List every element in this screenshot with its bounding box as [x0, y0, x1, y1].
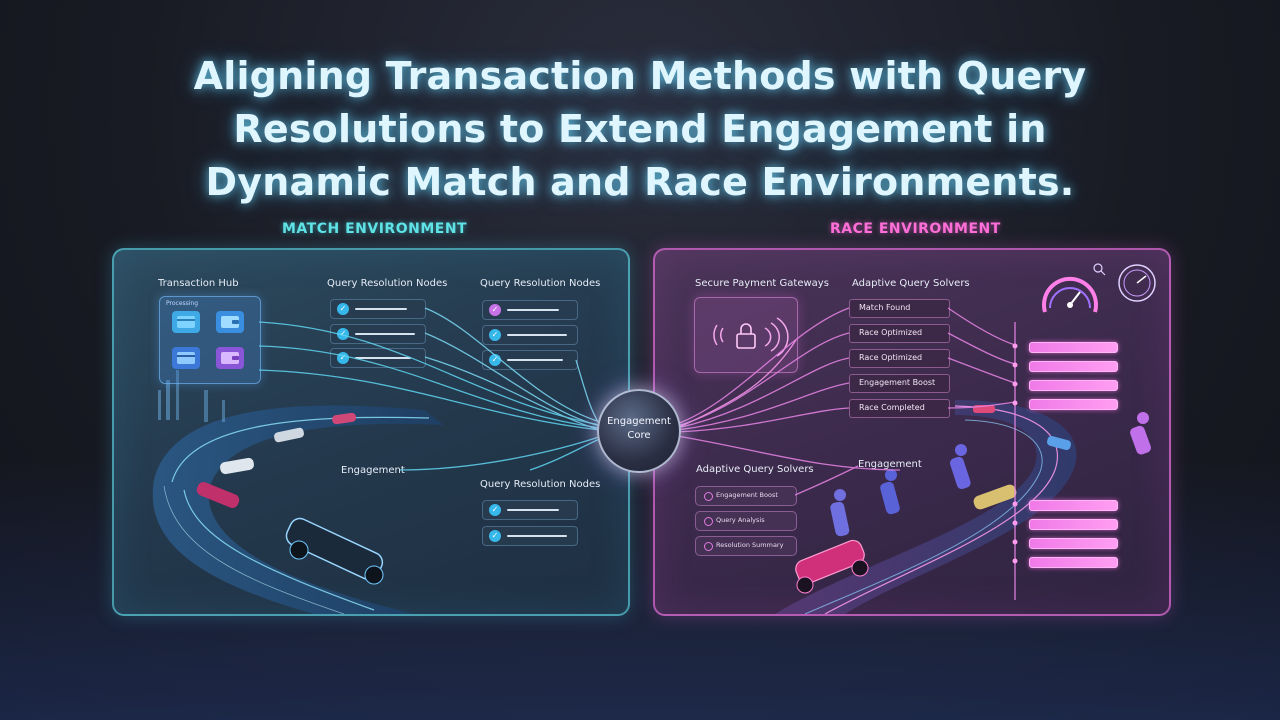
runner-icon — [830, 489, 850, 537]
checkmark-icon: ✓ — [489, 504, 501, 516]
checkmark-icon: ✓ — [489, 329, 501, 341]
solver-text: Query Analysis — [716, 516, 765, 524]
race-car-icon — [332, 412, 357, 425]
runner-icon — [880, 469, 900, 515]
progress-bar — [1029, 361, 1118, 372]
progress-bar — [1029, 399, 1118, 410]
adaptive-query-solvers-label: Adaptive Query Solvers — [852, 278, 970, 289]
result-item: Engagement Boost — [849, 374, 950, 393]
race-car-icon — [795, 539, 869, 594]
race-track — [775, 400, 1077, 614]
wallet-icon — [216, 347, 244, 369]
bullet-icon — [704, 492, 713, 501]
race-car-icon — [1047, 435, 1071, 451]
solver-item: Query Analysis — [695, 511, 797, 531]
result-text: Race Optimized — [859, 353, 923, 362]
progress-bar — [1029, 519, 1118, 530]
transaction-hub-card: Processing — [159, 296, 261, 384]
result-item: Race Optimized — [849, 349, 950, 368]
credit-card-icon — [172, 347, 200, 369]
race-car-icon — [196, 482, 240, 508]
checkmark-icon: ✓ — [337, 328, 349, 340]
progress-bar — [1029, 342, 1118, 353]
adaptive-query-solvers-label: Adaptive Query Solvers — [696, 464, 814, 475]
bullet-icon — [704, 542, 713, 551]
bullet-icon — [704, 517, 713, 526]
credit-card-icon — [172, 311, 200, 333]
query-resolution-nodes-label: Query Resolution Nodes — [480, 278, 601, 289]
title-line-2: Resolutions to Extend Engagement in — [233, 107, 1047, 151]
title-line-1: Aligning Transaction Methods with Query — [193, 54, 1087, 98]
query-node: ✓ — [482, 500, 578, 520]
engagement-label: Engagement — [858, 459, 922, 470]
query-node: ✓ — [330, 348, 426, 368]
runner-icon — [950, 444, 971, 490]
title-line-3: Dynamic Match and Race Environments. — [205, 160, 1075, 204]
solver-text: Resolution Summary — [716, 541, 784, 549]
runner-icon — [1130, 412, 1151, 455]
query-node: ✓ — [330, 299, 426, 319]
wallet-icon — [216, 311, 244, 333]
result-text: Race Completed — [859, 403, 925, 412]
engagement-label: Engagement — [341, 465, 405, 476]
race-car-icon — [973, 484, 1017, 510]
transaction-hub-label: Transaction Hub — [158, 278, 239, 289]
result-item: Race Optimized — [849, 324, 950, 343]
race-car-icon — [220, 457, 254, 475]
result-text: Match Found — [859, 303, 911, 312]
race-car-icon — [285, 517, 384, 585]
match-track — [152, 405, 444, 614]
solver-item: Engagement Boost — [695, 486, 797, 506]
core-line-2: Core — [627, 430, 651, 441]
match-environment-label: MATCH ENVIRONMENT — [282, 221, 468, 237]
query-node: ✓ — [330, 324, 426, 344]
progress-bar — [1029, 380, 1118, 391]
query-node: ✓ — [482, 300, 578, 320]
match-track-illustration — [152, 370, 444, 614]
checkmark-icon: ✓ — [489, 530, 501, 542]
query-node: ✓ — [482, 526, 578, 546]
result-text: Race Optimized — [859, 328, 923, 337]
speedometer-icon — [1042, 276, 1098, 313]
checkmark-icon: ✓ — [489, 304, 501, 316]
result-text: Engagement Boost — [859, 378, 936, 387]
solver-text: Engagement Boost — [716, 491, 778, 499]
lock-contactless-icon — [713, 317, 789, 357]
engagement-core: Engagement Core — [597, 389, 681, 473]
checkmark-icon: ✓ — [337, 303, 349, 315]
progress-bar — [1029, 538, 1118, 549]
page-title: Aligning Transaction Methods with Query … — [140, 50, 1140, 209]
race-environment-label: RACE ENVIRONMENT — [830, 221, 1001, 237]
secure-payment-gateways-label: Secure Payment Gateways — [695, 278, 829, 289]
query-resolution-nodes-label: Query Resolution Nodes — [480, 479, 601, 490]
query-resolution-nodes-label: Query Resolution Nodes — [327, 278, 448, 289]
result-item: Match Found — [849, 299, 950, 318]
gauge-icon — [1118, 264, 1156, 302]
solver-item: Resolution Summary — [695, 536, 797, 556]
core-line-1: Engagement — [607, 416, 671, 427]
search-icon — [1093, 263, 1106, 276]
query-node: ✓ — [482, 325, 578, 345]
race-car-icon — [274, 427, 304, 443]
progress-bar — [1029, 557, 1118, 568]
hub-caption: Processing — [166, 300, 199, 307]
progress-bar — [1029, 500, 1118, 511]
race-track-illustration — [775, 400, 1151, 614]
